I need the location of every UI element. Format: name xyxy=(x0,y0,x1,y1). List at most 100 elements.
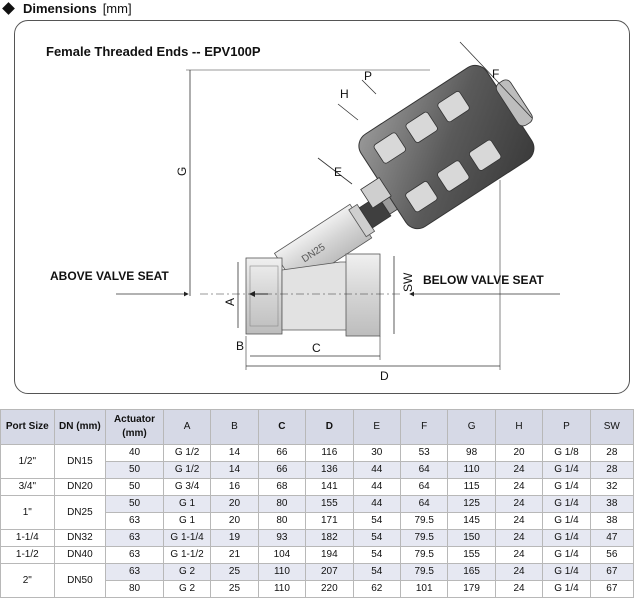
value-cell: 44 xyxy=(352,478,401,496)
inlet-port xyxy=(245,257,283,335)
dn-cell: DN32 xyxy=(53,529,107,547)
value-cell: G 3/4 xyxy=(162,478,212,496)
value-cell: 79.5 xyxy=(399,546,449,564)
value-cell: 194 xyxy=(305,546,354,564)
value-cell: 64 xyxy=(399,478,449,496)
value-cell: 64 xyxy=(399,461,449,479)
value-cell: 79.5 xyxy=(399,529,449,547)
port-size-cell: 1-1/2 xyxy=(0,546,55,564)
dim-e-label: E xyxy=(334,165,342,179)
value-cell: 93 xyxy=(257,529,307,547)
value-cell: 50 xyxy=(105,495,164,513)
dim-a-label: A xyxy=(223,298,237,306)
value-cell: 80 xyxy=(257,495,307,513)
value-cell: 47 xyxy=(589,529,635,547)
value-cell: 32 xyxy=(589,478,635,496)
value-cell: 155 xyxy=(447,546,496,564)
drawing-frame xyxy=(14,20,630,394)
value-cell: G 1 xyxy=(162,512,212,530)
value-cell: 207 xyxy=(305,563,354,581)
value-cell: 98 xyxy=(447,444,496,462)
unit-label: [mm] xyxy=(102,0,132,16)
value-cell: 25 xyxy=(210,580,259,598)
column-header-dn: DN (mm) xyxy=(53,409,107,445)
section-heading: Dimensions [mm] xyxy=(2,0,132,16)
column-header-a: A xyxy=(162,409,212,445)
value-cell: 54 xyxy=(352,529,401,547)
value-cell: 141 xyxy=(305,478,354,496)
value-cell: G 1/4 xyxy=(542,580,591,598)
value-cell: 54 xyxy=(352,512,401,530)
value-cell: 63 xyxy=(105,563,164,581)
value-cell: G 1/4 xyxy=(542,546,591,564)
value-cell: 220 xyxy=(305,580,354,598)
value-cell: G 1-1/2 xyxy=(162,546,212,564)
value-cell: 125 xyxy=(447,495,496,513)
value-cell: 145 xyxy=(447,512,496,530)
value-cell: 115 xyxy=(447,478,496,496)
value-cell: 150 xyxy=(447,529,496,547)
dn-cell: DN50 xyxy=(53,563,107,598)
value-cell: 110 xyxy=(257,580,307,598)
value-cell: G 2 xyxy=(162,580,212,598)
value-cell: 20 xyxy=(210,512,259,530)
value-cell: 14 xyxy=(210,444,259,462)
value-cell: 24 xyxy=(494,478,544,496)
value-cell: 24 xyxy=(494,461,544,479)
port-size-cell: 3/4" xyxy=(0,478,55,496)
dn-cell: DN25 xyxy=(53,495,107,530)
value-cell: G 1/4 xyxy=(542,495,591,513)
below-valve-seat-label: BELOW VALVE SEAT xyxy=(423,273,544,287)
actuator xyxy=(358,64,535,230)
port-size-cell: 1" xyxy=(0,495,55,530)
dn-cell: DN15 xyxy=(53,444,107,479)
value-cell: 40 xyxy=(105,444,164,462)
column-header-port: Port Size xyxy=(0,409,55,445)
value-cell: 63 xyxy=(105,546,164,564)
port-size-cell: 1-1/4 xyxy=(0,529,55,547)
value-cell: 79.5 xyxy=(399,563,449,581)
value-cell: 53 xyxy=(399,444,449,462)
value-cell: 20 xyxy=(210,495,259,513)
dim-sw-label: SW xyxy=(401,272,415,292)
value-cell: 63 xyxy=(105,512,164,530)
value-cell: G 1/4 xyxy=(542,563,591,581)
value-cell: 104 xyxy=(257,546,307,564)
value-cell: 24 xyxy=(494,580,544,598)
dim-p-line xyxy=(361,79,377,95)
column-header-act: Actuator (mm) xyxy=(105,409,164,445)
value-cell: 179 xyxy=(447,580,496,598)
value-cell: G 1/4 xyxy=(542,461,591,479)
value-cell: 19 xyxy=(210,529,259,547)
column-header-h: H xyxy=(494,409,544,445)
column-header-d: D xyxy=(305,409,354,445)
dn-cell: DN20 xyxy=(53,478,107,496)
value-cell: G 1/8 xyxy=(542,444,591,462)
value-cell: 30 xyxy=(352,444,401,462)
value-cell: 116 xyxy=(305,444,354,462)
port-size-cell: 1/2" xyxy=(0,444,55,479)
value-cell: 56 xyxy=(589,546,635,564)
valve-body xyxy=(281,261,353,331)
valve-dimension-drawing: Female Threaded Ends -- EPV100P G ABOVE … xyxy=(46,41,560,383)
value-cell: 50 xyxy=(105,461,164,479)
value-cell: 67 xyxy=(589,580,635,598)
value-cell: 67 xyxy=(589,563,635,581)
dim-d-label: D xyxy=(380,369,389,383)
dim-e-line xyxy=(317,157,353,185)
column-header-e: E xyxy=(352,409,401,445)
dim-g-label: G xyxy=(175,167,189,176)
value-cell: 28 xyxy=(589,461,635,479)
value-cell: 101 xyxy=(399,580,449,598)
value-cell: 155 xyxy=(305,495,354,513)
dim-b-label: B xyxy=(236,339,244,353)
value-cell: 182 xyxy=(305,529,354,547)
value-cell: 25 xyxy=(210,563,259,581)
